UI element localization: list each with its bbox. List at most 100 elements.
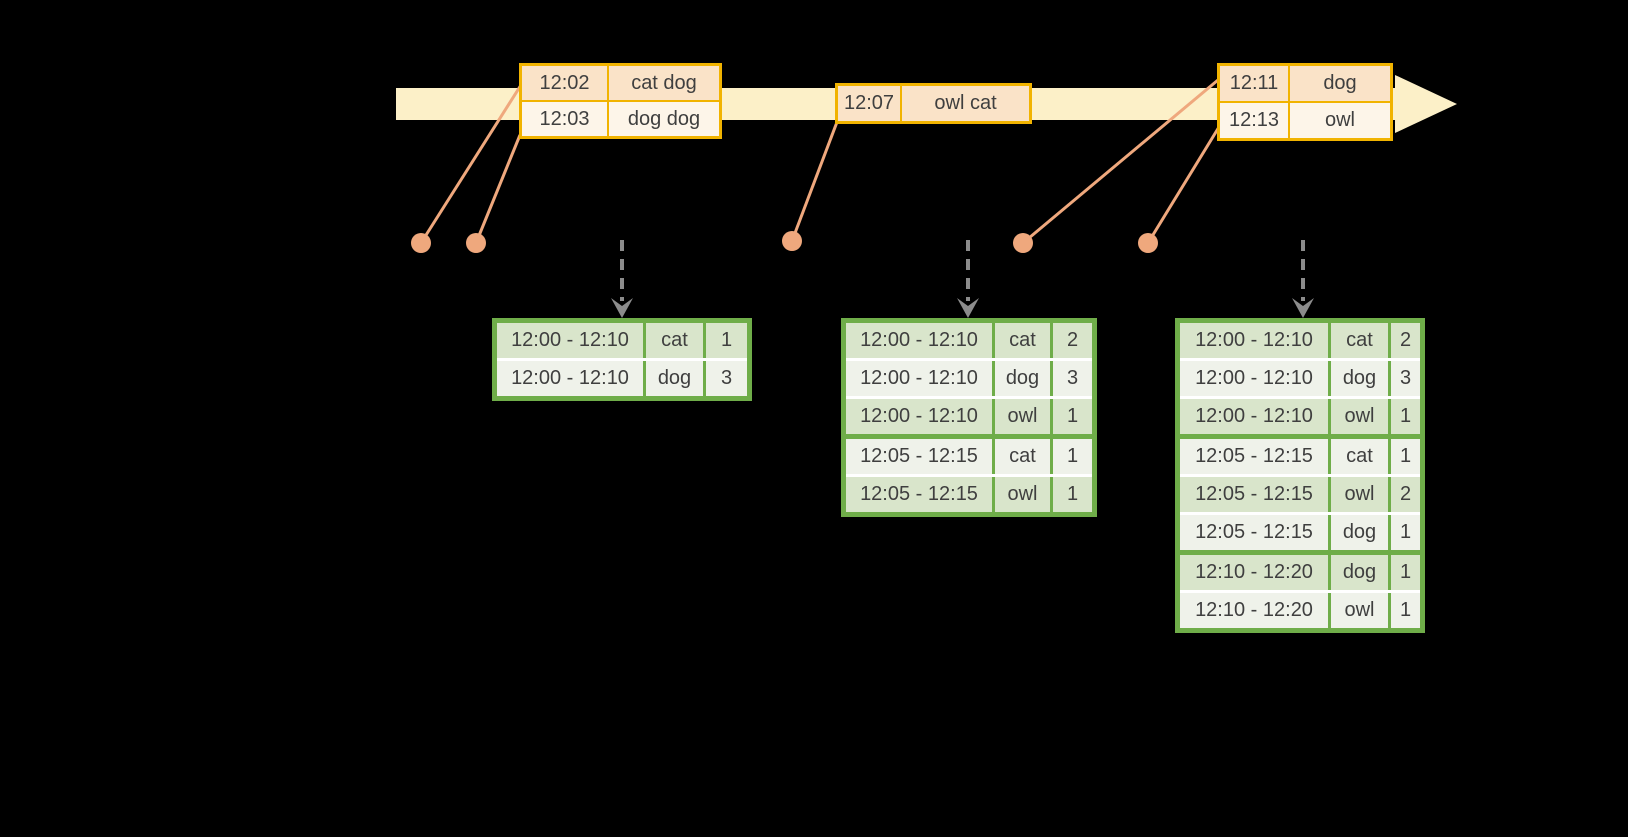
window-cell: 12:00 - 12:10: [1180, 323, 1328, 358]
word-cell: dog: [1331, 515, 1388, 550]
window-cell: 12:05 - 12:15: [846, 439, 992, 474]
connector-line-5: [1146, 126, 1221, 244]
count-cell: 1: [1391, 593, 1420, 628]
count-cell: 1: [1053, 399, 1092, 434]
result-row: 12:00 - 12:10 cat 2: [846, 323, 1092, 358]
window-cell: 12:05 - 12:15: [1180, 439, 1328, 474]
event-words-cell: cat dog: [609, 66, 719, 100]
window-cell: 12:00 - 12:10: [497, 361, 643, 396]
count-cell: 2: [1053, 323, 1092, 358]
word-cell: owl: [1331, 399, 1388, 434]
count-cell: 1: [1391, 515, 1420, 550]
window-cell: 12:05 - 12:15: [846, 477, 992, 512]
result-row: 12:00 - 12:10 cat 1: [497, 323, 747, 358]
result-row: 12:05 - 12:15 owl 1: [846, 474, 1092, 512]
window-cell: 12:00 - 12:10: [846, 323, 992, 358]
count-cell: 1: [706, 323, 747, 358]
result-row: 12:00 - 12:10 owl 1: [846, 396, 1092, 434]
event-time-cell: 12:13: [1220, 103, 1288, 138]
result-row: 12:00 - 12:10 cat 2: [1180, 323, 1420, 358]
word-cell: dog: [1331, 361, 1388, 396]
event-dot-4: [1013, 233, 1033, 253]
word-cell: cat: [646, 323, 703, 358]
event-words-cell: owl: [1290, 103, 1390, 138]
connector-line-4: [1022, 78, 1219, 245]
window-cell: 12:10 - 12:20: [1180, 593, 1328, 628]
window-cell: 12:00 - 12:10: [1180, 399, 1328, 434]
result-row: 12:05 - 12:15 dog 1: [1180, 512, 1420, 550]
event-words-cell: dog: [1290, 66, 1390, 101]
window-cell: 12:10 - 12:20: [1180, 555, 1328, 590]
result-row: 12:05 - 12:15 cat 1: [1180, 439, 1420, 474]
event-time-cell: 12:03: [522, 102, 607, 136]
result-table-1: 12:00 - 12:10 cat 1 12:00 - 12:10 dog 3: [492, 318, 752, 401]
event-dot-2: [466, 233, 486, 253]
window-cell: 12:00 - 12:10: [846, 399, 992, 434]
event-table-1: 12:02 cat dog 12:03 dog dog: [519, 63, 722, 139]
word-cell: owl: [1331, 477, 1388, 512]
result-row: 12:05 - 12:15 cat 1: [846, 439, 1092, 474]
word-cell: dog: [1331, 555, 1388, 590]
result-group: 12:10 - 12:20 dog 1 12:10 - 12:20 owl 1: [1180, 555, 1420, 628]
result-group: 12:00 - 12:10 cat 2 12:00 - 12:10 dog 3 …: [1180, 323, 1420, 434]
event-words-cell: dog dog: [609, 102, 719, 136]
count-cell: 3: [706, 361, 747, 396]
result-group: 12:05 - 12:15 cat 1 12:05 - 12:15 owl 2 …: [1180, 439, 1420, 550]
window-cell: 12:00 - 12:10: [1180, 361, 1328, 396]
word-cell: owl: [1331, 593, 1388, 628]
event-time-cell: 12:07: [838, 86, 900, 121]
event-dot-5: [1138, 233, 1158, 253]
word-cell: dog: [646, 361, 703, 396]
trigger-arrow-3: [1292, 240, 1314, 318]
event-time-cell: 12:11: [1220, 66, 1288, 101]
connector-line-1: [419, 84, 523, 244]
count-cell: 1: [1391, 399, 1420, 434]
count-cell: 1: [1053, 439, 1092, 474]
count-cell: 3: [1053, 361, 1092, 396]
window-cell: 12:00 - 12:10: [846, 361, 992, 396]
result-row: 12:00 - 12:10 owl 1: [1180, 396, 1420, 434]
window-cell: 12:00 - 12:10: [497, 323, 643, 358]
result-row: 12:00 - 12:10 dog 3: [1180, 358, 1420, 396]
event-dot-1: [411, 233, 431, 253]
event-words-cell: owl cat: [902, 86, 1029, 121]
count-cell: 1: [1053, 477, 1092, 512]
event-table-2: 12:07 owl cat: [835, 83, 1032, 124]
trigger-arrow-2: [957, 240, 979, 318]
count-cell: 2: [1391, 477, 1420, 512]
trigger-arrow-1: [611, 240, 633, 318]
event-row: 12:13 owl: [1220, 103, 1390, 138]
result-row: 12:05 - 12:15 owl 2: [1180, 474, 1420, 512]
window-cell: 12:05 - 12:15: [1180, 477, 1328, 512]
event-row: 12:02 cat dog: [522, 66, 719, 100]
result-row: 12:10 - 12:20 owl 1: [1180, 590, 1420, 628]
event-row: 12:03 dog dog: [522, 102, 719, 136]
connector-line-2: [474, 134, 522, 244]
result-group: 12:00 - 12:10 cat 1 12:00 - 12:10 dog 3: [497, 323, 747, 396]
result-table-2: 12:00 - 12:10 cat 2 12:00 - 12:10 dog 3 …: [841, 318, 1097, 517]
count-cell: 3: [1391, 361, 1420, 396]
word-cell: cat: [995, 439, 1050, 474]
word-cell: cat: [995, 323, 1050, 358]
count-cell: 1: [1391, 439, 1420, 474]
event-time-cell: 12:02: [522, 66, 607, 100]
result-table-3: 12:00 - 12:10 cat 2 12:00 - 12:10 dog 3 …: [1175, 318, 1425, 633]
word-cell: cat: [1331, 439, 1388, 474]
timeline-arrow-head-icon: [1395, 75, 1457, 133]
event-table-3: 12:11 dog 12:13 owl: [1217, 63, 1393, 141]
result-row: 12:00 - 12:10 dog 3: [497, 358, 747, 396]
word-cell: owl: [995, 477, 1050, 512]
result-group: 12:05 - 12:15 cat 1 12:05 - 12:15 owl 1: [846, 439, 1092, 512]
window-cell: 12:05 - 12:15: [1180, 515, 1328, 550]
event-dot-3: [782, 231, 802, 251]
word-cell: cat: [1331, 323, 1388, 358]
count-cell: 2: [1391, 323, 1420, 358]
word-cell: dog: [995, 361, 1050, 396]
count-cell: 1: [1391, 555, 1420, 590]
word-cell: owl: [995, 399, 1050, 434]
result-group: 12:00 - 12:10 cat 2 12:00 - 12:10 dog 3 …: [846, 323, 1092, 434]
result-row: 12:00 - 12:10 dog 3: [846, 358, 1092, 396]
connector-line-3: [790, 121, 839, 242]
event-row: 12:11 dog: [1220, 66, 1390, 101]
